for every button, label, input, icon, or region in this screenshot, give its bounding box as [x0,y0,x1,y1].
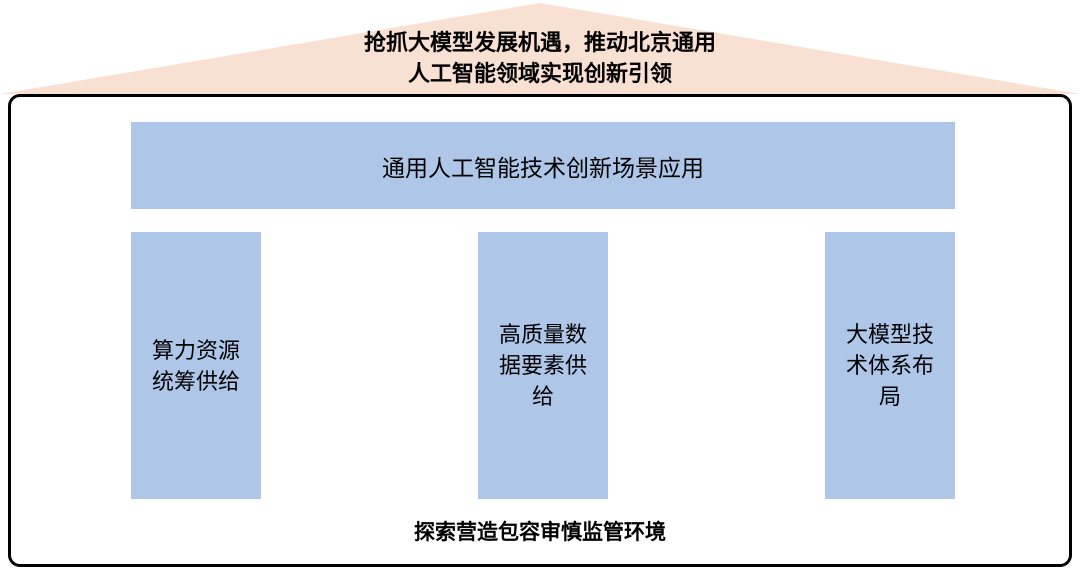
pillar-model-technology: 大模型技术体系布局 [825,232,955,499]
roof-title: 抢抓大模型发展机遇，推动北京通用 人工智能领域实现创新引领 [0,27,1080,89]
roof-title-line2: 人工智能领域实现创新引领 [407,61,672,86]
roof-banner: 抢抓大模型发展机遇，推动北京通用 人工智能领域实现创新引领 [0,3,1080,94]
pillar-row: 算力资源统筹供给 高质量数据要素供给 大模型技术体系布局 [131,232,955,499]
pillar-data-elements: 高质量数据要素供给 [478,232,608,499]
base-caption-regulatory-environment: 探索营造包容审慎监管环境 [414,521,666,544]
body-frame: 通用人工智能技术创新场景应用 算力资源统筹供给 高质量数据要素供给 大模型技术体… [8,94,1072,567]
roof-title-line1: 抢抓大模型发展机遇，推动北京通用 [363,30,716,55]
top-bar-application-scenarios: 通用人工智能技术创新场景应用 [131,122,955,209]
pillar-computing-resources: 算力资源统筹供给 [131,232,261,499]
